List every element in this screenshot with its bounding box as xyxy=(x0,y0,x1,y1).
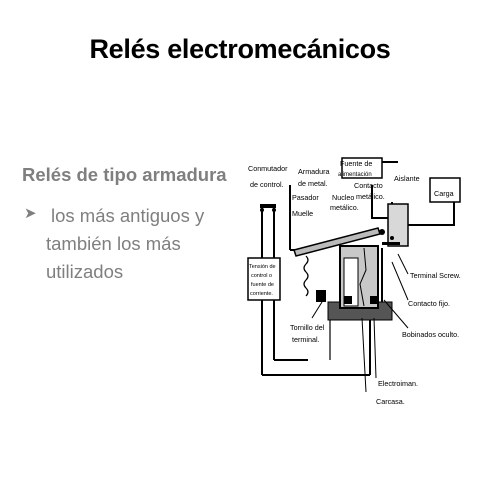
label-tension-1: Tensión de xyxy=(249,264,276,270)
label-electroiman: Electroiman. xyxy=(378,379,418,388)
diagram-labels: Conmutador de control. Armadura de metal… xyxy=(248,159,461,406)
label-tension-4: corriente. xyxy=(250,291,273,297)
bullet-line-1: los más antiguos y xyxy=(51,205,205,226)
bullet-line-3: utilizados xyxy=(46,261,124,282)
control-voltage-box xyxy=(247,257,281,301)
bullet-line-2: también los más xyxy=(46,233,181,254)
slide-title: Relés electromecánicos xyxy=(89,34,391,64)
label-armadura-1: Armadura xyxy=(298,167,330,176)
label-conmutador-2: de control. xyxy=(250,180,284,189)
label-conmutador-1: Conmutador xyxy=(248,164,288,173)
label-pasador: Pasador xyxy=(292,193,319,202)
label-aislante: Aislante xyxy=(394,174,420,183)
relay-diagram: Conmutador de control. Armadura de metal… xyxy=(247,157,461,406)
label-tension-3: fuente de xyxy=(251,282,274,288)
label-nucleo-2: metálico. xyxy=(330,203,359,212)
label-fuente-2: alimentación xyxy=(338,172,372,178)
arrow-bullet-icon: ➤ xyxy=(24,205,37,222)
label-terminal-screw: Terminal Screw. xyxy=(410,271,461,280)
label-bobinados: Bobinados oculto. xyxy=(402,330,459,339)
label-contacto-metalico-2: metálico. xyxy=(356,192,385,201)
slide-subheading: Relés de tipo armadura xyxy=(22,164,227,185)
label-contacto-fijo: Contacto fijo. xyxy=(408,299,450,308)
label-nucleo-1: Nucleo xyxy=(332,193,354,202)
label-tornillo-1: Tornillo del xyxy=(290,323,325,332)
label-muelle: Muelle xyxy=(292,209,313,218)
label-contacto-metalico-1: Contacto xyxy=(354,181,383,190)
control-switch xyxy=(260,204,276,212)
label-tornillo-2: terminal. xyxy=(292,335,320,344)
label-carga: Carga xyxy=(434,189,454,198)
label-tension-2: control o xyxy=(251,273,272,279)
power-source xyxy=(341,157,461,203)
label-fuente-1: Fuente de xyxy=(340,159,372,168)
label-armadura-2: de metal. xyxy=(298,179,328,188)
label-carcasa: Carcasa. xyxy=(376,397,405,406)
bullet-text: los más antiguos y también los más utili… xyxy=(46,202,246,286)
relay-assembly xyxy=(293,203,409,360)
leader-lines xyxy=(311,253,409,393)
